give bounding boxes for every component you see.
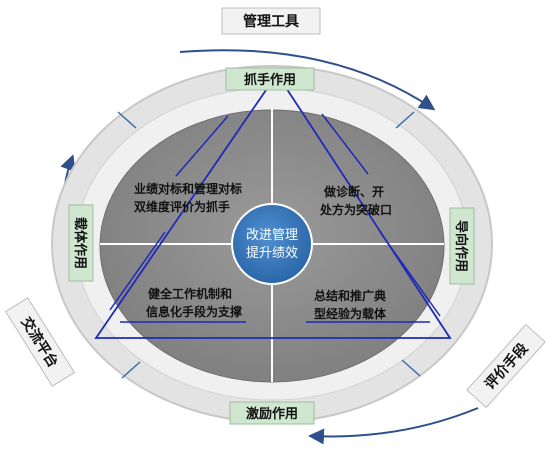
- top-ring-label-box: [225, 67, 315, 91]
- ring-tick: [117, 111, 137, 129]
- bottom-ring-label: 激励作用: [246, 406, 298, 422]
- quadrant-top-right-line1: 做诊断、开: [323, 184, 384, 199]
- triangle-inner-line-left: [175, 115, 229, 177]
- main-triangle: [94, 72, 452, 339]
- ring-tick: [121, 361, 141, 379]
- left-outer-label-group: 交流平台: [4, 297, 76, 387]
- triangle-inner-line-bottom-left: [109, 231, 166, 311]
- right-outer-label-group: 评价手段: [466, 323, 546, 409]
- quadrant-top-left-line2: 双维度评价为抓手: [134, 199, 230, 214]
- right-ring-label-group: 导向作用: [449, 207, 475, 285]
- top-arc-arrow: [179, 49, 436, 111]
- bottom-ring-label-box: [229, 401, 315, 425]
- center-text-line1: 改进管理: [246, 228, 298, 243]
- quadrant-bottom-left-line1: 健全工作机制和: [148, 286, 232, 301]
- ring-tick: [401, 359, 421, 377]
- top-ring-label: 抓手作用: [244, 72, 296, 88]
- quadrant-bottom-left-line2: 信息化手段为支撑: [146, 304, 242, 319]
- top-outer-label-box: [221, 7, 321, 35]
- left-ring-label-group: 载体作用: [68, 204, 94, 282]
- center-circle: [231, 203, 313, 285]
- quadrant-bottom-right-line2: 型经验为载体: [314, 306, 387, 321]
- quadrant-bottom-right-line1: 总结和推广典: [314, 288, 386, 303]
- left-outer-label-box: [4, 297, 76, 387]
- triangle-inner-line-bottom-right: [379, 231, 441, 317]
- left-ring-label-box: [68, 204, 94, 282]
- right-outer-label-box: [466, 323, 546, 409]
- ring-tick: [395, 111, 415, 129]
- quadrant-top-right-line2: 处方为突破口: [319, 202, 392, 217]
- top-outer-label: 管理工具: [243, 13, 299, 30]
- right-ring-label: 导向作用: [453, 220, 469, 272]
- right-ring-label-box: [449, 207, 475, 285]
- left-ring-label: 载体作用: [72, 217, 88, 269]
- bottom-arc-arrow: [308, 407, 479, 445]
- quadrant-top-left-line1: 业绩对标和管理对标: [134, 181, 242, 196]
- triangle-inner-line-right: [321, 113, 369, 175]
- center-text-line2: 提升绩效: [246, 245, 298, 261]
